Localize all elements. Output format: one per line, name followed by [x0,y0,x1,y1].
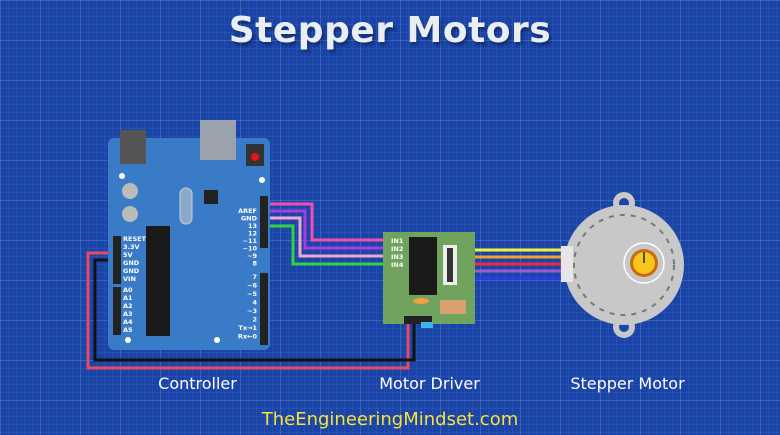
pin-label: GND [123,267,140,275]
pin-label: IN1 [391,237,404,245]
pin-label: 13 [248,222,257,230]
microcontroller-chip [146,226,170,336]
pin-label: A4 [123,318,133,326]
wire-in4 [262,224,388,266]
motor-driver-label: Motor Driver [379,374,480,393]
uln2003-chip [409,237,437,295]
pin-label: Rx←0 [238,333,258,341]
pin-label: ~9 [247,252,257,260]
stepper-motor [561,192,684,338]
pin-label: IN4 [391,261,404,269]
pin-label: ~3 [247,307,257,315]
website-footer: TheEngineeringMindset.com [261,409,519,430]
pin-label: IN2 [391,245,403,253]
pin-label: ~11 [243,237,258,245]
controller-label: Controller [158,374,237,393]
pin-label: GND [123,259,140,267]
pin-label: ~10 [243,245,258,253]
pin-label: 7 [252,273,257,281]
wire-in2 [262,209,388,250]
pin-label: Tx→1 [238,324,257,332]
pin-label: 3.3V [123,243,140,251]
pin-label: 2 [252,316,257,324]
pin-label: 4 [252,299,257,307]
pin-label: A1 [123,294,133,302]
pin-label: 5V [123,251,133,259]
pin-label: 12 [248,230,257,238]
stepper-motor-label: Stepper Motor [570,374,685,393]
pin-label: IN3 [391,253,403,261]
pin-label: VIN [123,275,136,283]
pin-label: ~5 [247,290,257,298]
pin-label: A2 [123,302,133,310]
pin-label: A0 [123,286,133,294]
power-wire [86,251,410,370]
pin-label: 8 [252,260,257,268]
pin-label: ~6 [247,282,257,290]
ground-wire [93,258,416,362]
pin-label: RESET [123,235,147,243]
reset-button[interactable] [251,153,259,161]
pin-label: AREF [238,207,257,215]
wire-in1 [262,202,388,242]
pin-label: GND [241,215,258,223]
wire-in3 [262,216,388,258]
pin-label: A5 [123,326,133,334]
pin-label: A3 [123,310,133,318]
page-title: Stepper Motors [228,10,552,51]
